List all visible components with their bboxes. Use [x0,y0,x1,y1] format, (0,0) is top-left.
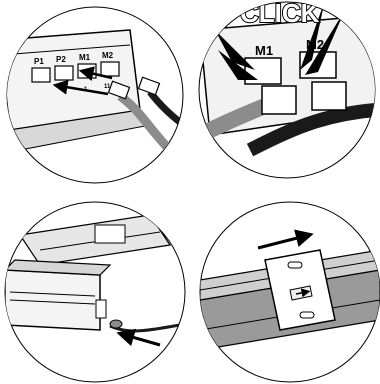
port-label-m1: M1 [79,53,91,62]
panel-plug-cables: P1 P2 M1 M2 1 11 [0,7,190,183]
port-m2 [101,62,119,76]
port-label-m2: M2 [102,51,114,60]
plug-inserted-1 [262,86,296,114]
panel-rail-slide [200,202,380,382]
connector [110,320,122,328]
bracket [95,225,125,243]
module-box [5,260,110,330]
panel-click-confirm: M1 M2 CLICK [190,0,380,178]
panel-insert-module [5,202,185,382]
port-label-p1: P1 [34,57,44,66]
port-p2 [55,66,73,80]
plug-inserted-2 [312,82,346,110]
port-label-p2: P2 [56,55,66,64]
closeup-label-m1: M1 [255,43,273,58]
port-p1 [32,68,50,82]
port-m1-closeup [245,58,281,84]
